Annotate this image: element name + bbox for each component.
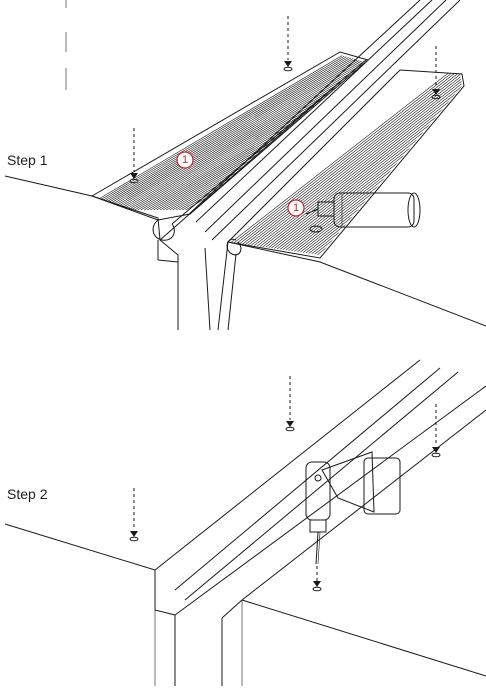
groove-line — [124, 55, 365, 211]
groove-line — [121, 55, 365, 211]
groove-line — [105, 55, 365, 211]
step2-rails — [154, 359, 486, 616]
groove-line — [269, 72, 462, 255]
step1-right-slab — [217, 241, 486, 331]
screw-icon — [312, 566, 322, 592]
step1-left-slab — [4, 175, 211, 331]
screw-icon — [431, 46, 441, 100]
groove-line — [242, 72, 462, 255]
callout-marker: 1 — [287, 199, 305, 217]
svg-text:1: 1 — [182, 154, 188, 166]
callout-marker: 1 — [176, 151, 194, 169]
groove-line — [92, 55, 364, 211]
groove-line — [238, 72, 462, 255]
screw-icon — [431, 404, 441, 458]
groove-line — [172, 55, 365, 211]
groove-line — [166, 55, 365, 211]
groove-line — [92, 55, 361, 211]
groove-line — [111, 55, 365, 211]
step-1-label: Step 1 — [7, 152, 48, 168]
groove-line — [147, 55, 365, 211]
groove-line — [276, 72, 462, 255]
groove-line — [182, 55, 365, 211]
groove-line — [134, 55, 365, 211]
groove-line — [140, 55, 365, 211]
groove-line — [231, 72, 462, 255]
cordless-drill-icon — [305, 451, 401, 565]
screw-icon — [129, 488, 139, 542]
groove-line — [327, 72, 462, 255]
groove-line — [245, 72, 462, 255]
groove-line — [179, 55, 365, 211]
groove-line — [92, 55, 365, 211]
groove-line — [235, 72, 462, 255]
groove-line — [293, 72, 462, 255]
step1-illustration: 1 1 — [4, 0, 486, 331]
step-2-label: Step 2 — [7, 486, 48, 502]
groove-line — [102, 55, 365, 211]
screw-icon — [283, 16, 293, 72]
svg-text:1: 1 — [293, 202, 299, 214]
step2-left-slab — [4, 523, 176, 686]
groove-line — [108, 55, 365, 211]
adhesive-bottle-icon — [305, 192, 421, 233]
groove-line — [159, 55, 365, 211]
groove-line — [272, 72, 462, 255]
step1-rails — [187, 0, 461, 241]
groove-line — [262, 72, 462, 255]
screw-icon — [129, 128, 139, 184]
groove-line — [265, 72, 462, 255]
stair-nosing-right — [226, 69, 465, 259]
groove-line — [228, 72, 462, 255]
step2-right-slab — [221, 599, 486, 686]
groove-line — [99, 55, 365, 211]
groove-line — [143, 55, 365, 211]
groove-line — [313, 72, 462, 255]
groove-line — [185, 55, 365, 211]
groove-line — [228, 72, 462, 255]
groove-line — [228, 72, 462, 255]
groove-line — [95, 55, 365, 211]
groove-line — [228, 72, 462, 255]
screw-icon — [285, 376, 295, 432]
step2-illustration — [4, 359, 486, 686]
groove-line — [137, 55, 365, 211]
groove-line — [259, 72, 462, 255]
groove-line — [115, 55, 365, 211]
groove-line — [255, 72, 462, 255]
